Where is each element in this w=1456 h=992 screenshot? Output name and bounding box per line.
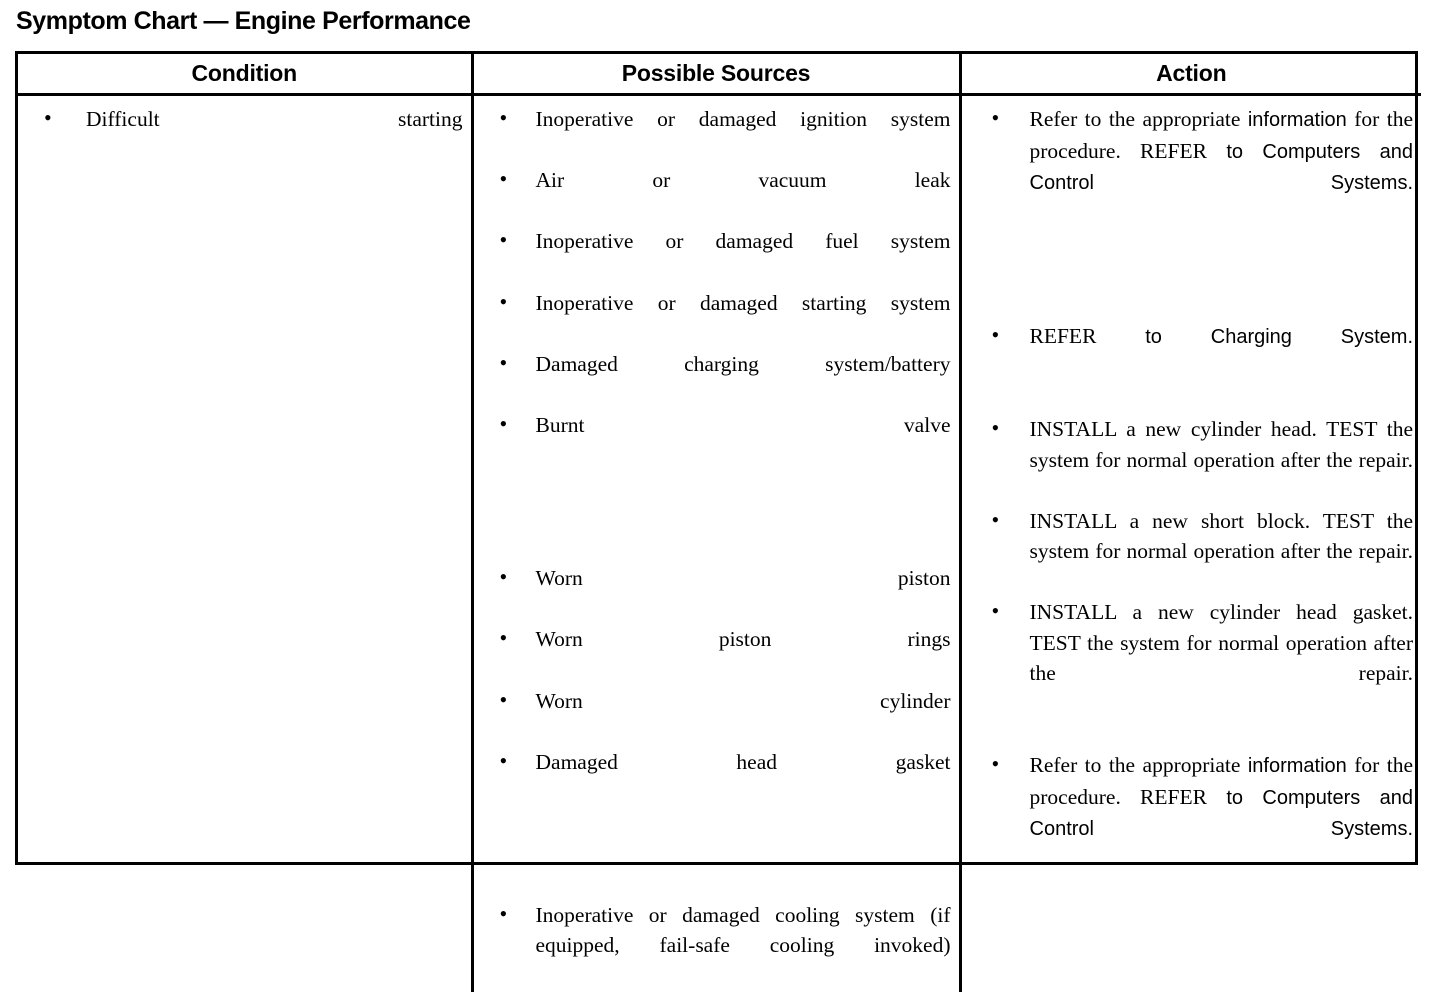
vertical-spacer (970, 229, 1414, 321)
action-text-run: for the procedure. (1029, 107, 1414, 163)
source-item-label: Worn piston (535, 566, 951, 591)
vertical-spacer (970, 383, 1414, 414)
action-text-run: to Charging System. (1096, 326, 1413, 348)
vertical-spacer (482, 471, 951, 563)
source-item-label: Burnt valve (535, 412, 951, 437)
action-text-run: to Computers and Control Systems. (1029, 786, 1414, 841)
action-text-run: INSTALL a new cylinder head. TEST the sy… (1029, 417, 1414, 472)
vertical-spacer (482, 808, 951, 900)
source-item-label: Damaged head gasket (535, 749, 951, 774)
action-item-label: Refer to the appropriate information for… (1030, 750, 1414, 875)
action-item-label: INSTALL a new short block. TEST the syst… (1030, 506, 1414, 598)
action-text-run: INSTALL a new cylinder head gasket. TEST… (1029, 600, 1414, 685)
action-text-run: Refer to the appropriate (1029, 107, 1248, 131)
action-text-run: REFER (1029, 324, 1097, 348)
action-group: Refer to the appropriate information for… (970, 103, 1414, 229)
source-item-label: Damaged charging system/battery (535, 351, 951, 376)
action-item: INSTALL a new cylinder head. TEST the sy… (970, 413, 1414, 506)
action-group: INSTALL a new cylinder head gasket. TEST… (970, 596, 1414, 719)
column-header-condition: Condition (18, 54, 472, 96)
source-group: Worn pistonWorn piston ringsWorn cylinde… (482, 562, 951, 808)
source-item: Worn piston rings (482, 623, 951, 685)
source-item-label: Inoperative or damaged fuel system (535, 229, 951, 254)
source-group: Inoperative or damaged cooling system (i… (482, 899, 951, 992)
column-header-possible-sources: Possible Sources (470, 54, 960, 96)
action-item-label: INSTALL a new cylinder head gasket. TEST… (1030, 597, 1414, 719)
action-text-run: Refer to the appropriate (1029, 753, 1248, 777)
source-item: Inoperative or damaged starting system (482, 287, 951, 349)
page-title: Symptom Chart — Engine Performance (16, 7, 471, 35)
action-item: INSTALL a new cylinder head gasket. TEST… (970, 596, 1414, 719)
action-item: REFER to Charging System. (970, 320, 1414, 383)
source-item-label: Inoperative or damaged starting system (535, 290, 951, 315)
action-list: Refer to the appropriate information for… (970, 103, 1414, 875)
action-item: Refer to the appropriate information for… (970, 749, 1414, 875)
source-item-label: Worn piston rings (535, 627, 951, 652)
action-item-label: REFER to Charging System. (1030, 321, 1414, 383)
source-item: Burnt valve (482, 409, 951, 471)
source-item-label: Worn cylinder (535, 688, 951, 713)
source-item: Worn piston (482, 562, 951, 624)
source-item: Inoperative or damaged cooling system (i… (482, 899, 951, 992)
action-text-run: information (1247, 109, 1347, 131)
action-text-run: INSTALL a new short block. TEST the syst… (1029, 508, 1414, 564)
source-item-label: Air or vacuum leak (535, 168, 951, 193)
action-item-label: INSTALL a new cylinder head. TEST the sy… (1030, 414, 1414, 506)
source-item: Air or vacuum leak (482, 164, 951, 226)
source-item-label: Inoperative or damaged ignition system (535, 107, 951, 131)
source-group: Inoperative or damaged ignition systemAi… (482, 103, 951, 471)
action-group: INSTALL a new short block. TEST the syst… (970, 505, 1414, 598)
action-text-run: REFER (1140, 784, 1207, 809)
column-header-action: Action (958, 54, 1421, 96)
action-group: Refer to the appropriate information for… (970, 749, 1414, 875)
condition-item-label: Difficult starting (86, 107, 463, 131)
source-item: Damaged head gasket (482, 746, 951, 808)
source-item: Damaged charging system/battery (482, 348, 951, 410)
symptom-chart-table: Condition Possible Sources Action Diffic… (15, 51, 1421, 992)
source-item: Inoperative or damaged ignition system (482, 103, 951, 165)
action-item: INSTALL a new short block. TEST the syst… (970, 505, 1414, 598)
action-text-run: for the procedure. (1029, 753, 1414, 809)
cell-possible-sources: Inoperative or damaged ignition systemAi… (470, 94, 960, 992)
possible-sources-list: Inoperative or damaged ignition systemAi… (482, 103, 951, 992)
table-row: Difficult starting Inoperative or damage… (18, 94, 1421, 992)
action-text-run: to Computers and Control Systems. (1029, 140, 1414, 195)
condition-item: Difficult starting (26, 103, 463, 165)
condition-list: Difficult starting (26, 103, 463, 165)
vertical-spacer (970, 719, 1414, 750)
table-header-row: Condition Possible Sources Action (18, 54, 1421, 96)
action-item: Refer to the appropriate information for… (970, 103, 1414, 229)
cell-action: Refer to the appropriate information for… (958, 94, 1421, 992)
source-item: Inoperative or damaged fuel system (482, 225, 951, 287)
action-text-run: REFER (1140, 138, 1207, 163)
cell-condition: Difficult starting (18, 95, 472, 992)
source-item: Worn cylinder (482, 684, 951, 747)
action-group: REFER to Charging System. (970, 320, 1414, 383)
action-item-label: Refer to the appropriate information for… (1030, 104, 1414, 229)
action-text-run: information (1247, 755, 1347, 777)
action-group: INSTALL a new cylinder head. TEST the sy… (970, 413, 1414, 506)
source-item-label: Inoperative or damaged cooling system (i… (535, 902, 951, 958)
